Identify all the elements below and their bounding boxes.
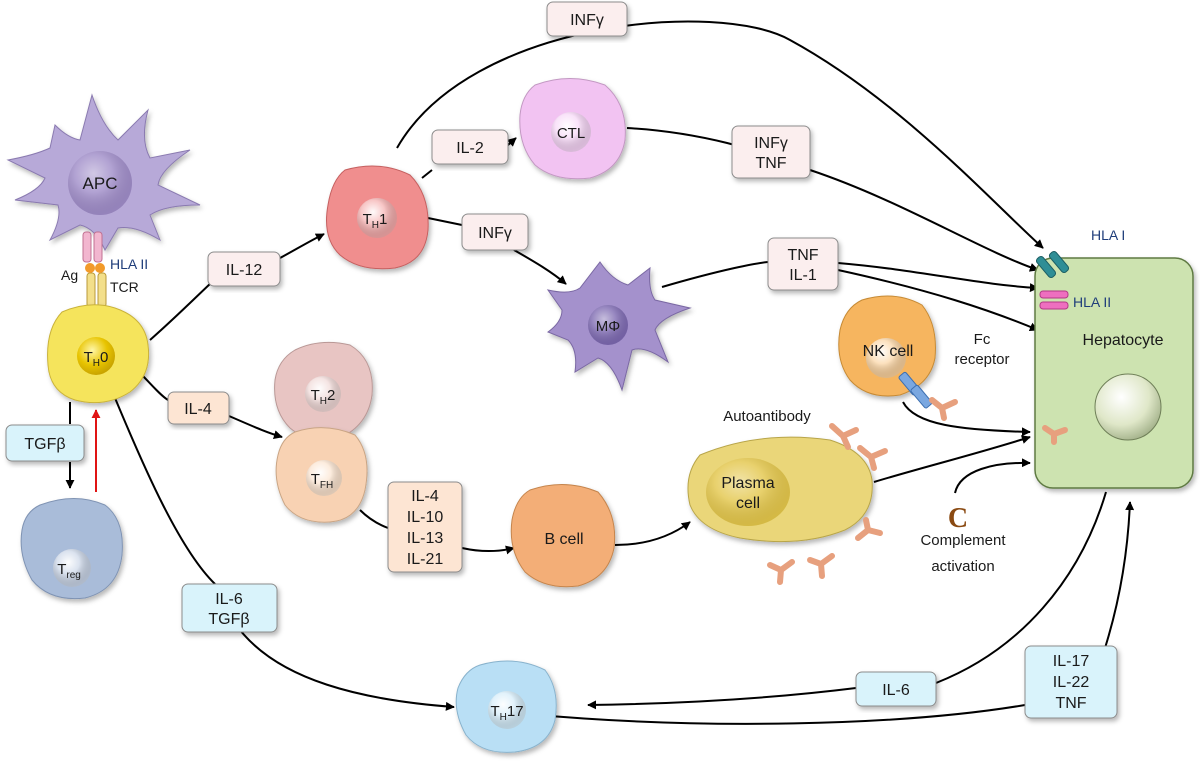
- arrow-macrophage-to-hepatocyte: [661, 261, 1038, 288]
- il6-box: [855, 671, 937, 707]
- antibody-icon: [1042, 425, 1068, 445]
- th17-label: TH17: [490, 703, 523, 723]
- arrow-th1-to-infg: [427, 217, 463, 226]
- hepatocyte-cell: [1034, 257, 1194, 489]
- arrow-th0-to-il4: [139, 372, 169, 401]
- cytokine-boxes: INFγ IL-2 INFγ TNF INFγ TNF IL-1 IL-12 I…: [5, 1, 1118, 719]
- bcell-cell: [510, 483, 616, 588]
- infg-mid-label: INFγ: [478, 225, 512, 242]
- tnf-il1-label-line2: IL-1: [789, 267, 817, 284]
- treg-label: Treg: [57, 561, 81, 581]
- arrow-th0-to-th17: [114, 397, 454, 707]
- antibody-icon: [767, 559, 795, 585]
- tnf-il1-box: [767, 237, 839, 291]
- il6-tgfb-label-line2: TGFβ: [208, 611, 249, 628]
- hepatocyte-label: Hepatocyte: [1083, 332, 1164, 349]
- macrophage-label: MΦ: [596, 318, 620, 335]
- complement-label-line2: activation: [931, 558, 994, 575]
- il17-group-item: TNF: [1055, 695, 1086, 712]
- ctl-label: CTL: [557, 125, 585, 142]
- tnf-il1-label-line1: TNF: [787, 247, 818, 264]
- infg-tnf-box: [731, 125, 811, 179]
- il17-group-item: IL-17: [1053, 653, 1090, 670]
- il12-box: [207, 251, 281, 287]
- il4-group-item: IL-10: [407, 509, 444, 526]
- arrow-plasma-to-hepatocyte: [873, 435, 1031, 483]
- arrow-th17-to-hepatocyte: [527, 502, 1130, 725]
- il4-label: IL-4: [184, 401, 212, 418]
- bcell-label: B cell: [544, 531, 583, 548]
- arrow-il12-to-th1: [279, 233, 325, 259]
- hla2-hepatocyte-receptor-icon: [1039, 290, 1069, 310]
- antibody-icon: [929, 397, 958, 421]
- arrow-th1-to-il2: [421, 169, 433, 179]
- infg-tnf-label-line2: TNF: [755, 155, 786, 172]
- arrow-bcell-to-plasma: [614, 521, 691, 546]
- hla1-label: HLA I: [1091, 227, 1125, 243]
- infg-top-label: INFγ: [570, 12, 604, 29]
- arrow-nk-to-hepatocyte: [902, 401, 1031, 437]
- arrow-infg-to-macrophage: [513, 249, 567, 285]
- autoantibody-label: Autoantibody: [723, 408, 811, 425]
- antibody-icon: [857, 445, 888, 471]
- arrow-hepatocyte-to-th17-il6: [588, 491, 1107, 705]
- hepatocyte-nucleus: [1094, 373, 1162, 441]
- il6-label: IL-6: [882, 682, 910, 699]
- fc-receptor-label-line1: Fc: [974, 331, 991, 348]
- il12-label: IL-12: [226, 262, 263, 279]
- hla-tcr-complex: [82, 231, 107, 308]
- il6-tgfb-label-line1: IL-6: [215, 591, 243, 608]
- il6-tgfb-box: [181, 583, 278, 633]
- ag-label: Ag: [61, 267, 78, 283]
- tcr-label: TCR: [110, 279, 139, 295]
- hla1-receptor-icon: [1035, 250, 1070, 279]
- treg-cell: [20, 498, 123, 600]
- antibodies: [767, 397, 1068, 585]
- il4-group-item: IL-4: [411, 488, 439, 505]
- hla2-hepatocyte-label: HLA II: [1073, 294, 1111, 310]
- antibody-icon: [807, 553, 835, 579]
- plasma-label-line1: Plasma: [721, 475, 774, 492]
- complement-symbol: C: [948, 503, 968, 534]
- antibody-icon: [829, 423, 859, 450]
- tfh-label: TFH: [311, 471, 334, 491]
- arrow-th0-to-il12: [149, 281, 213, 341]
- il17-group-box: [1024, 645, 1118, 719]
- complement-label-line1: Complement: [920, 532, 1006, 549]
- antigen-icon: [85, 263, 95, 273]
- infg-tnf-label-line1: INFγ: [754, 135, 788, 152]
- th0-nucleus: [77, 337, 115, 375]
- arrow-il4-to-th2: [228, 415, 283, 440]
- nk-label: NK cell: [863, 343, 914, 360]
- fc-receptor-label-line2: receptor: [954, 351, 1009, 368]
- arrow-macrophage-to-hepatocyte-2: [837, 269, 1039, 332]
- arrow-tfh-to-il4-group: [359, 509, 389, 529]
- hla2-apc-label: HLA II: [110, 256, 148, 272]
- arrow-il2-to-ctl: [506, 137, 517, 147]
- il4-group-item: IL-13: [407, 530, 444, 547]
- infg-top-box: [546, 1, 628, 37]
- arrow-th1-to-hepatocyte-infg: [396, 20, 1044, 249]
- th0-label: TH0: [84, 349, 109, 369]
- il4-group-item: IL-21: [407, 551, 444, 568]
- tgfb-label: TGFβ: [24, 436, 65, 453]
- arrow-il4-group-to-bcell: [461, 545, 515, 555]
- th1-label: TH1: [363, 211, 388, 231]
- apc-label: APC: [83, 174, 118, 193]
- il4-box: [167, 391, 230, 425]
- il2-label: IL-2: [456, 140, 484, 157]
- fc-receptor-icon: [898, 371, 933, 409]
- il2-box: [431, 129, 509, 165]
- tgfb-box: [5, 424, 85, 462]
- plasma-label-line2: cell: [736, 495, 760, 512]
- th2-label: TH2: [311, 387, 336, 407]
- il4-group-box: [387, 481, 463, 573]
- antibody-icon: [855, 517, 883, 541]
- il17-group-item: IL-22: [1053, 674, 1090, 691]
- infg-mid-box: [461, 213, 529, 251]
- arrow-complement-to-hepatocyte: [954, 458, 1031, 494]
